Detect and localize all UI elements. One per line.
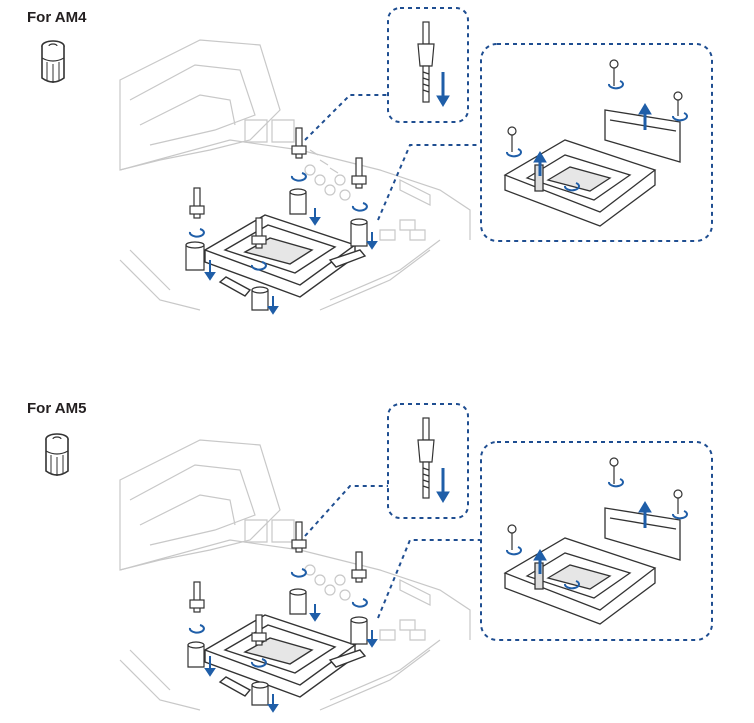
standoff-icon [45,433,69,476]
socket-detail [503,109,681,227]
callout-box-socket [480,43,713,242]
screw-back [289,127,307,215]
standoff-icon [41,40,65,83]
standoff-detail-icon [417,417,435,499]
screw-left [185,187,205,271]
socket-screws [507,457,683,550]
rotate-arrow-icons [188,172,368,271]
cpu-socket [203,614,367,698]
cpu-socket [203,214,367,298]
standoff-detail-icon [417,21,435,103]
down-arrow-icons [204,208,378,315]
screw-right [350,157,368,247]
socket-detail [503,507,681,625]
standoff-down-arrow-icon [436,72,450,107]
callout-box-socket [480,441,713,641]
diagram-am4 [41,7,713,315]
socket-screws [507,59,683,152]
screw-back [289,521,307,615]
down-arrow-icons [204,604,378,713]
diagram-am5 [45,403,713,713]
motherboard-outline [119,39,471,311]
rotate-arrow-icons [188,568,368,668]
screw-front [251,217,269,311]
callout-lines [304,94,480,221]
screw-front [251,614,269,706]
section-title: For AM5 [27,400,87,417]
callout-lines [304,485,480,619]
motherboard-outline [119,439,471,711]
socket-up-arrow-icons [533,103,652,176]
standoff-down-arrow-icon [436,468,450,503]
section-am4: For AM4 [0,0,754,360]
socket-up-arrow-icons [533,501,652,574]
screw-left [187,581,205,668]
section-am5: For AM5 [0,360,754,720]
socket-rotate-arrow-icons [506,478,688,590]
socket-rotate-arrow-icons [506,80,688,192]
screw-right [350,551,368,645]
section-title: For AM4 [27,9,87,26]
